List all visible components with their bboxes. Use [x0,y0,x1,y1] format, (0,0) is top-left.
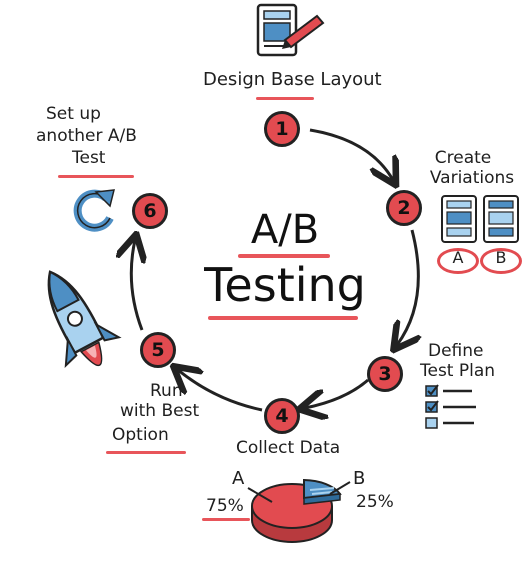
step-2-badge: 2 [386,190,422,226]
pie-b-value: 25% [356,492,394,512]
step-5-label-line-3: Option [112,425,169,445]
step-6-underline [58,175,134,178]
step-1-underline [256,97,314,100]
refresh-icon [73,189,115,232]
variation-b-oval [480,248,522,274]
step-6-label-line-2: another A/B [36,126,137,146]
title-line-2: Testing [204,258,366,312]
pie-chart-icon [251,478,342,543]
pie-b-label: B [353,468,366,489]
layout-pencil-icon [256,3,325,57]
step-3-label-line-1: Define [428,341,484,361]
title-line-1: A/B [250,207,320,253]
checklist-icon [425,384,476,429]
step-1-label: Design Base Layout [203,69,382,90]
step-3-label-line-2: Test Plan [420,361,496,381]
title-underline-1 [238,254,330,258]
arrow-3-to-4 [305,378,369,408]
step-4-badge: 4 [264,398,300,434]
variation-b-label: B [495,248,507,267]
step-5-label-line-2: with Best [120,401,200,421]
step-2-label-line-2: Variations [429,168,515,188]
arrow-4-to-5 [178,370,263,412]
step-5-badge: 5 [140,332,176,368]
arrow-1-to-2 [309,128,393,180]
variation-a-oval [437,248,479,274]
step-3-badge: 3 [367,356,403,392]
pie-a-underline [202,518,250,521]
variation-a-label: A [452,248,464,267]
step-1-badge: 1 [264,111,300,147]
pie-a-label: A [232,468,245,489]
rocket-icon [47,270,122,369]
step-6-label-line-3: Test [72,148,106,168]
arrow-5-to-6 [131,240,142,331]
step-6-label-line-1: Set up [46,104,101,124]
title-underline-2 [208,316,358,320]
step-5-label-line-1: Run [150,381,183,401]
step-4-label: Collect Data [236,438,341,458]
step-6-badge: 6 [132,193,168,229]
step-5-underline [106,451,186,454]
variation-screen-icon [441,195,519,243]
arrow-2-to-3 [397,229,418,345]
pie-a-value: 75% [206,496,244,516]
step-2-label-line-1: Create [434,148,492,168]
